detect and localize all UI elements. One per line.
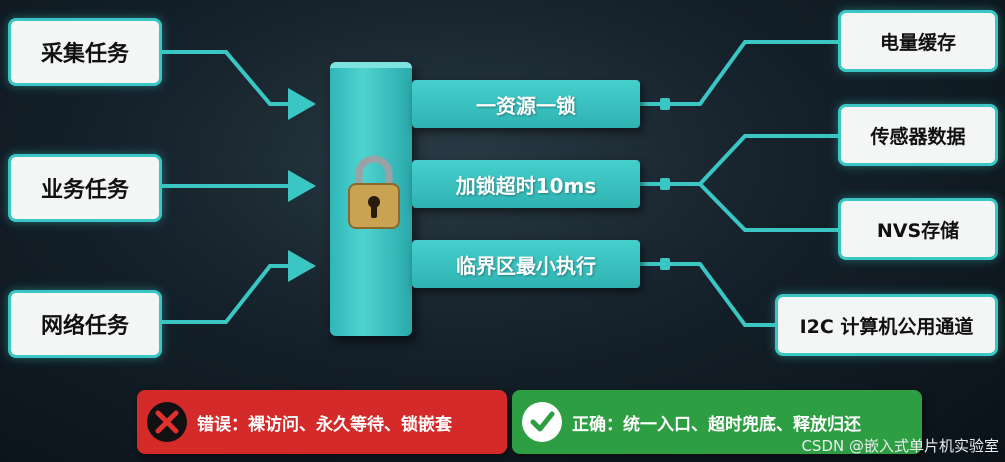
wire-res1 — [638, 40, 840, 106]
wire-res2 — [638, 134, 840, 186]
arrow-task3 — [160, 250, 316, 324]
arrow-task1 — [160, 50, 316, 120]
check-icon — [522, 402, 562, 442]
task-box-network: 网络任务 — [8, 290, 162, 358]
rule-min-critical-section: 临界区最小执行 — [412, 240, 640, 288]
rule-lock-timeout: 加锁超时10ms — [412, 160, 640, 208]
wire-res3 — [698, 182, 840, 232]
lock-icon — [345, 152, 403, 230]
watermark: CSDN @嵌入式单片机实验室 — [801, 437, 999, 455]
x-icon — [147, 402, 187, 442]
resource-nvs-storage: NVS存储 — [838, 198, 998, 260]
task-box-business: 业务任务 — [8, 154, 162, 222]
resource-sensor-data: 传感器数据 — [838, 104, 998, 166]
right-practice-banner: 正确：统一入口、超时兜底、释放归还 — [512, 390, 922, 454]
task-box-collect: 采集任务 — [8, 18, 162, 86]
wire-res4 — [638, 262, 777, 327]
rule-one-resource-one-lock: 一资源一锁 — [412, 80, 640, 128]
resource-battery-cache: 电量缓存 — [838, 10, 998, 72]
resource-i2c-channel: I2C 计算机公用通道 — [775, 294, 998, 356]
wrong-practice-banner: 错误：裸访问、永久等待、锁嵌套 — [137, 390, 507, 454]
